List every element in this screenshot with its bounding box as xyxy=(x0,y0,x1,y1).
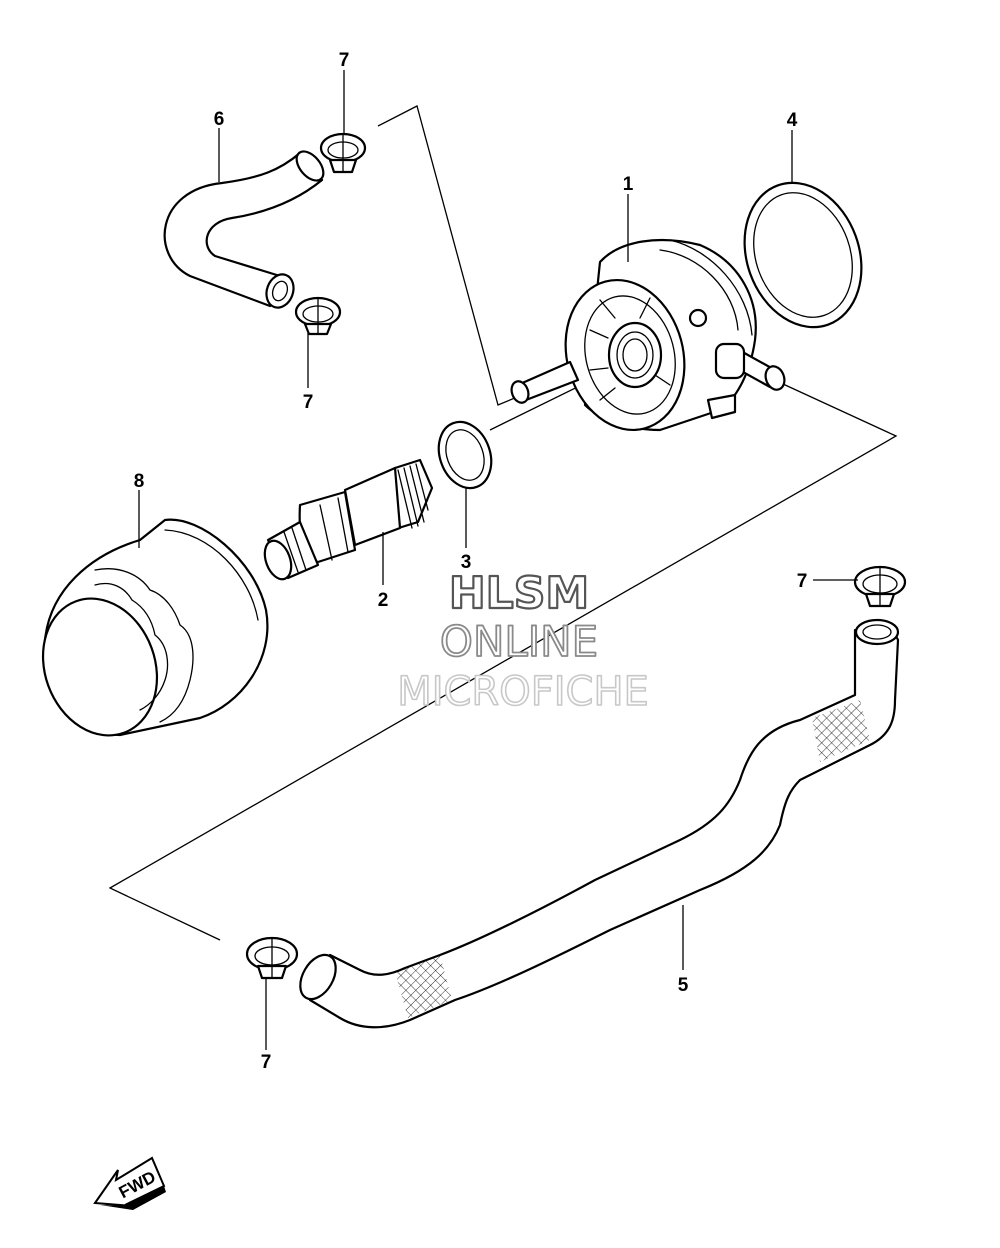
oil-filter-8[interactable] xyxy=(24,518,269,752)
callout-leaders xyxy=(138,70,858,1050)
callout-7-bottom: 7 xyxy=(261,1052,272,1073)
callout-7-right: 7 xyxy=(797,571,808,592)
clamp-7-top[interactable] xyxy=(319,132,367,174)
watermark-line-3: MICROFICHE xyxy=(397,669,649,715)
callout-3: 3 xyxy=(461,552,472,573)
callout-7-top: 7 xyxy=(339,50,350,71)
union-bolt-2[interactable] xyxy=(260,458,434,583)
watermark-line-2: ONLINE xyxy=(440,617,598,666)
watermark-line-1: HLSM xyxy=(449,568,589,619)
callout-2: 2 xyxy=(378,590,389,611)
o-ring-3[interactable] xyxy=(430,414,500,495)
watermark: HLSM ONLINE MICROFICHE xyxy=(396,567,649,716)
callout-5: 5 xyxy=(678,975,689,996)
hose-5[interactable] xyxy=(293,618,900,1029)
assembly-line-hose-5 xyxy=(108,383,898,941)
callout-4: 4 xyxy=(787,110,798,131)
callout-1: 1 xyxy=(623,174,634,195)
callout-7-left: 7 xyxy=(303,392,314,413)
callout-6: 6 xyxy=(214,109,225,130)
clamp-7-right[interactable] xyxy=(853,565,907,608)
callout-numbers: 1 2 3 4 5 6 7 7 7 7 8 xyxy=(134,50,808,1073)
assembly-line-hose-6 xyxy=(377,105,578,406)
clamp-7-left[interactable] xyxy=(294,296,342,336)
clamp-7-bottom[interactable] xyxy=(245,936,299,980)
forward-arrow-icon: FWD xyxy=(93,1156,166,1210)
callout-8: 8 xyxy=(134,471,145,492)
hose-6[interactable] xyxy=(163,147,329,312)
o-ring-4[interactable] xyxy=(725,166,881,343)
oil-cooler-1[interactable] xyxy=(509,239,788,443)
